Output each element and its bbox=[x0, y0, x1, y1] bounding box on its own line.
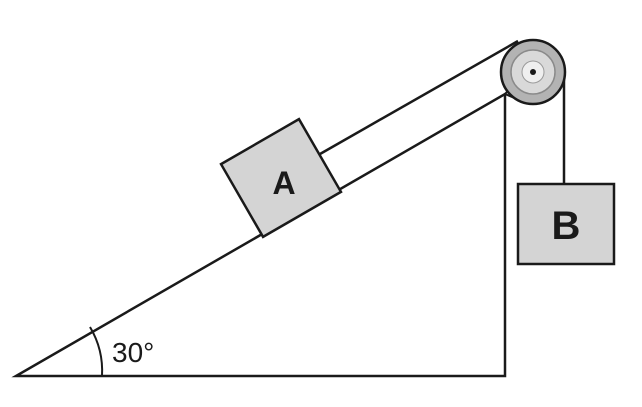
angle-label: 30° bbox=[112, 337, 154, 368]
angle-arc bbox=[89, 326, 104, 377]
pulley bbox=[499, 38, 567, 106]
pulley-axle bbox=[530, 69, 536, 75]
block-a-label: A bbox=[272, 165, 295, 201]
incline-triangle bbox=[11, 91, 507, 378]
string-incline-segment bbox=[319, 39, 519, 156]
block-b-body bbox=[516, 182, 616, 266]
block-a-body bbox=[219, 117, 343, 239]
block-b-label: B bbox=[552, 204, 581, 248]
block-a bbox=[219, 117, 343, 239]
